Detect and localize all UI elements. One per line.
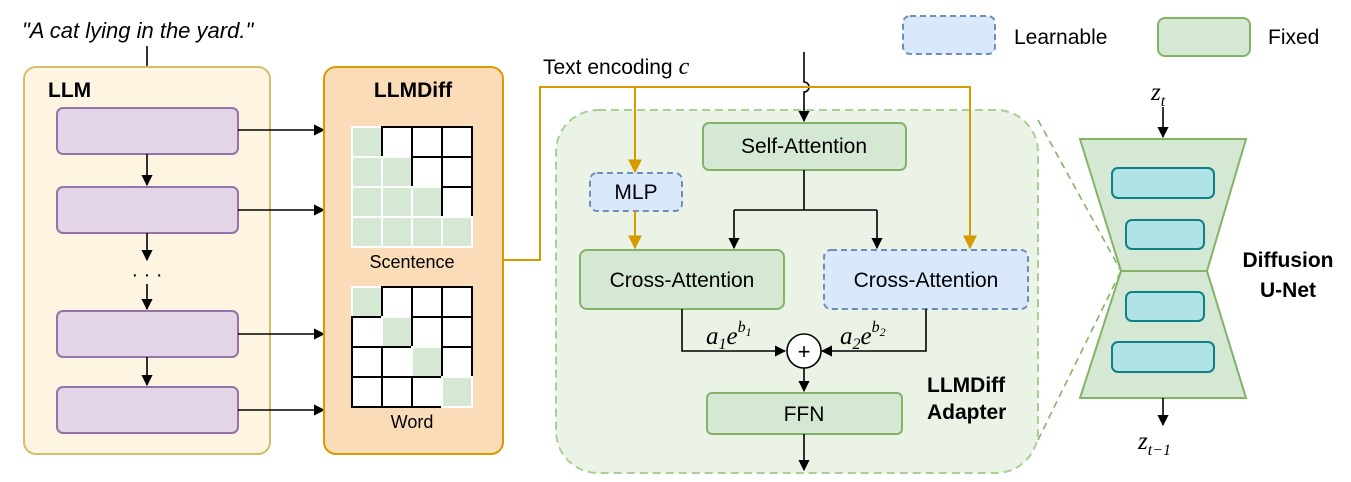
- grid-cell: [351, 126, 383, 158]
- grid-cell: [441, 316, 473, 348]
- word-attention-grid: [351, 286, 473, 408]
- grid-cell: [381, 126, 413, 158]
- grid-cell: [351, 376, 383, 408]
- self-attention-label: Self-Attention: [741, 135, 867, 158]
- grid-cell: [411, 286, 443, 318]
- cross-learnable-to-sum-arrow: [820, 309, 927, 357]
- unet-block: [1125, 291, 1205, 322]
- llm-layer-block: [56, 310, 239, 358]
- sum-plus-sign: +: [798, 339, 811, 364]
- grid-cell: [411, 316, 443, 348]
- grid-cell: [441, 346, 473, 378]
- unet-label-line2: U-Net: [1260, 279, 1316, 302]
- ffn-label: FFN: [784, 403, 825, 426]
- text-encoding-line: [503, 86, 977, 261]
- cross-attention-fixed-label: Cross-Attention: [610, 269, 755, 292]
- grid-cell: [381, 376, 413, 408]
- grid-cell: [411, 376, 443, 408]
- grid-cell: [411, 156, 443, 188]
- grid-cell: [351, 346, 383, 378]
- unet-block: [1111, 167, 1215, 199]
- z-t-minus-1-label: zt−1: [1137, 428, 1171, 459]
- grid-cell: [411, 186, 443, 218]
- grid-cell: [381, 346, 413, 378]
- unet-label-line1: Diffusion: [1243, 249, 1334, 272]
- grid-cell: [441, 126, 473, 158]
- unet-block: [1125, 219, 1205, 250]
- llm-layer-block: [56, 107, 239, 155]
- grid-cell: [441, 186, 473, 218]
- cross-fixed-to-sum-arrow: [681, 309, 787, 357]
- grid-cell: [441, 156, 473, 188]
- legend-fixed-label: Fixed: [1268, 26, 1319, 49]
- sentence-grid-label: Scentence: [369, 252, 454, 272]
- legend-learnable-label: Learnable: [1014, 26, 1107, 49]
- adapter-title-line2: Adapter: [927, 401, 1006, 424]
- grid-cell: [351, 186, 383, 218]
- legend-learnable-swatch: [902, 15, 996, 55]
- llm-title: LLM: [48, 79, 91, 102]
- grid-cell: [381, 216, 413, 248]
- weight-a2-label: a2eb2: [840, 319, 886, 353]
- grid-cell: [381, 186, 413, 218]
- llm-ellipsis: · · ·: [131, 264, 162, 286]
- grid-cell: [351, 156, 383, 188]
- adapter-title-line1: LLMDiff: [927, 374, 1006, 397]
- sentence-attention-grid: [351, 126, 473, 248]
- mlp-label: MLP: [614, 181, 657, 204]
- legend-fixed-swatch: [1157, 17, 1251, 57]
- cross-attention-learnable-label: Cross-Attention: [854, 269, 999, 292]
- unet-block: [1111, 341, 1215, 373]
- grid-cell: [411, 216, 443, 248]
- grid-cell: [441, 376, 473, 408]
- word-grid-label: Word: [391, 412, 434, 432]
- zoom-connector-line: [1037, 119, 1122, 272]
- z-t-label: zt: [1150, 79, 1166, 110]
- grid-cell: [351, 216, 383, 248]
- llmdiff-title: LLMDiff: [374, 79, 453, 102]
- grid-cell: [411, 346, 443, 378]
- weight-a1-label: a1eb1: [706, 319, 752, 353]
- grid-cell: [441, 286, 473, 318]
- grid-cell: [351, 316, 383, 348]
- grid-cell: [381, 286, 413, 318]
- zoom-connector-line: [1037, 270, 1122, 441]
- grid-cell: [441, 216, 473, 248]
- grid-cell: [411, 126, 443, 158]
- input-prompt-text: "A cat lying in the yard.": [22, 18, 254, 43]
- grid-cell: [381, 156, 413, 188]
- llm-layer-block: [56, 186, 239, 234]
- grid-cell: [381, 316, 413, 348]
- llm-layer-block: [56, 386, 239, 434]
- grid-cell: [351, 286, 383, 318]
